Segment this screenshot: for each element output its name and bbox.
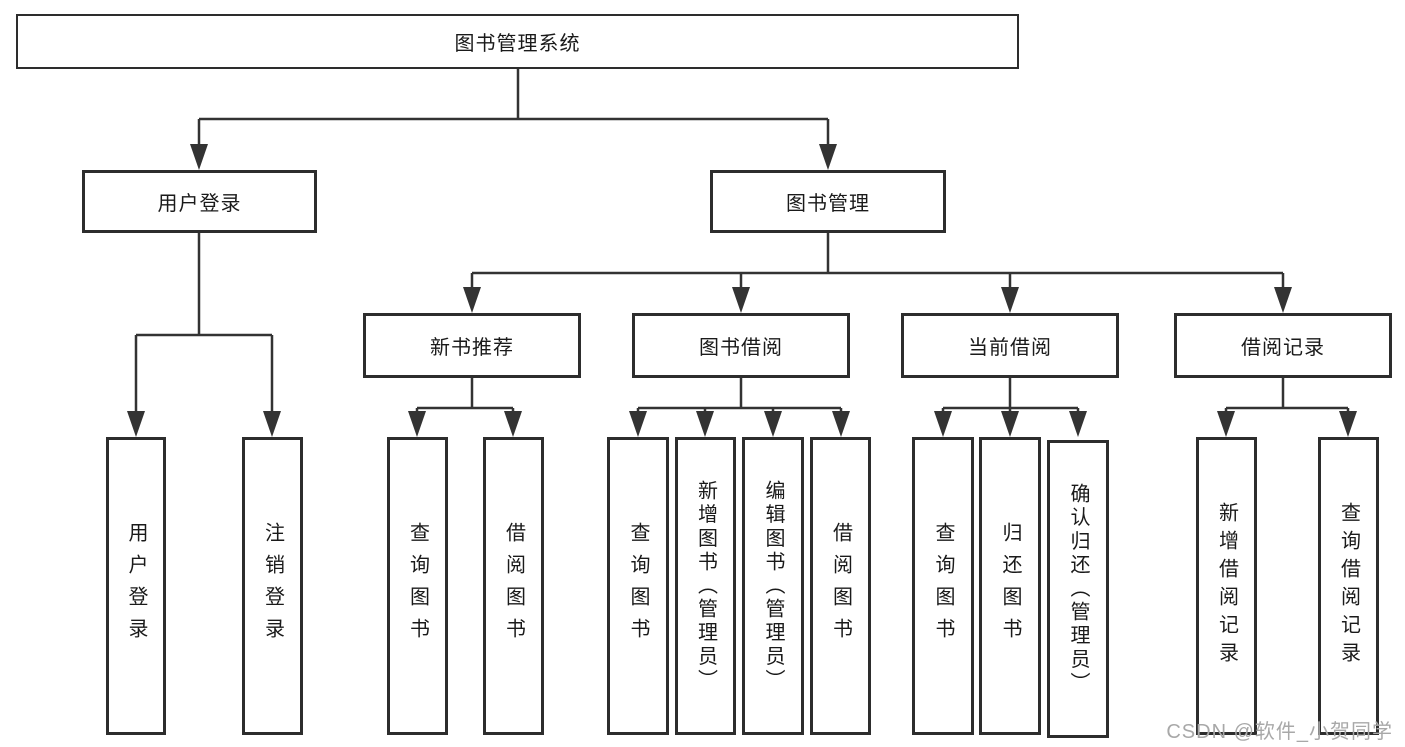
node-label: 编辑图书（管理员）	[762, 479, 784, 693]
leaf-edit-book-admin: 编辑图书（管理员）	[742, 437, 804, 735]
arrowheads	[127, 144, 1357, 437]
node-label: 图书借阅	[699, 337, 783, 359]
node-label: 注销登录	[261, 522, 284, 650]
node-label: 借阅图书	[502, 522, 525, 650]
node-label: 确认归还（管理员）	[1067, 482, 1089, 696]
node-label: 新书推荐	[430, 337, 514, 359]
leaf-query-book-recommend: 查询图书	[387, 437, 448, 735]
leaf-user-login: 用户登录	[106, 437, 166, 735]
connector-paths	[134, 69, 1350, 433]
node-book-borrow: 图书借阅	[632, 313, 850, 378]
node-book-management: 图书管理	[710, 170, 946, 233]
node-current-borrow: 当前借阅	[901, 313, 1119, 378]
node-label: 借阅记录	[1241, 337, 1325, 359]
node-label: 查询图书	[932, 522, 954, 650]
node-label: 查询图书	[627, 522, 649, 650]
node-label: 图书管理	[786, 193, 870, 215]
leaf-query-book-current: 查询图书	[912, 437, 974, 735]
leaf-confirm-return-admin: 确认归还（管理员）	[1047, 440, 1109, 738]
node-label: 借阅图书	[829, 522, 852, 650]
node-library-system: 图书管理系统	[16, 14, 1019, 69]
leaf-borrow-book: 借阅图书	[810, 437, 871, 735]
leaf-logout: 注销登录	[242, 437, 303, 735]
node-user-login: 用户登录	[82, 170, 317, 233]
leaf-add-book-admin: 新增图书（管理员）	[675, 437, 736, 735]
node-label: 图书管理系统	[454, 33, 581, 55]
leaf-query-borrow-record: 查询借阅记录	[1318, 437, 1379, 735]
node-label: 新增图书（管理员）	[694, 479, 717, 693]
csdn-watermark: CSDN @软件_小贺同学	[1166, 721, 1393, 743]
node-label: 当前借阅	[968, 337, 1052, 359]
node-borrow-records: 借阅记录	[1174, 313, 1392, 378]
node-label: 新增借阅记录	[1215, 502, 1238, 670]
leaf-add-borrow-record: 新增借阅记录	[1196, 437, 1257, 735]
leaf-query-book-borrow: 查询图书	[607, 437, 669, 735]
node-label: 用户登录	[157, 193, 242, 215]
leaf-borrow-book-recommend: 借阅图书	[483, 437, 544, 735]
leaf-return-book: 归还图书	[979, 437, 1041, 735]
node-label: 查询借阅记录	[1337, 502, 1360, 670]
node-label: 归还图书	[999, 522, 1021, 650]
node-label: 查询图书	[406, 522, 429, 650]
node-new-book-recommend: 新书推荐	[363, 313, 581, 378]
node-label: 用户登录	[125, 522, 147, 650]
